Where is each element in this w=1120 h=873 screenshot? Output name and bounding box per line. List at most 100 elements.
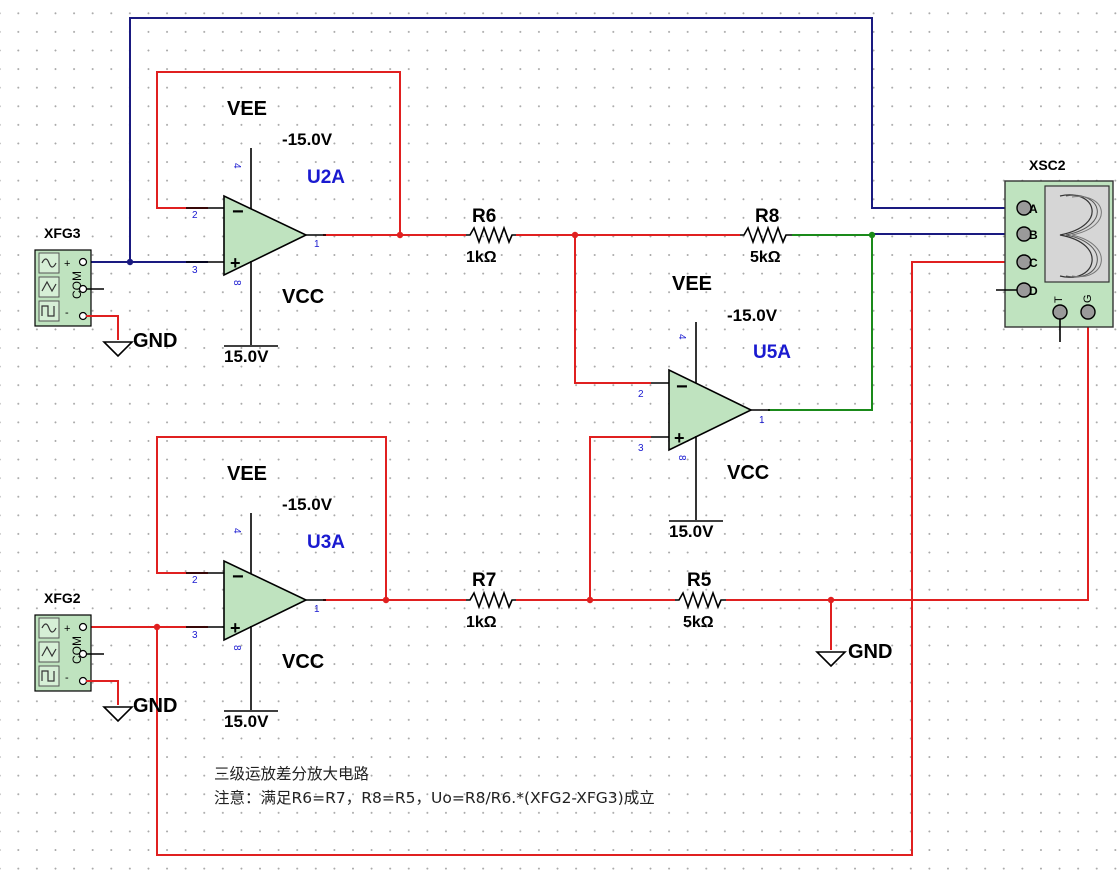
instrument-ref: XSC2	[1029, 157, 1066, 173]
ground-terminal-label: G	[1082, 294, 1094, 303]
terminal-minus-label: -	[65, 672, 69, 684]
trigger-label: T	[1053, 296, 1065, 303]
channel-label: A	[1029, 202, 1038, 216]
minus-sign: −	[232, 566, 244, 588]
resistor-value: 5kΩ	[750, 249, 781, 266]
terminal-minus[interactable]	[78, 311, 88, 321]
pin-label: 2	[638, 389, 644, 400]
wire-scope-a	[129, 17, 1017, 262]
sine-wave-icon	[41, 623, 57, 633]
square-wave-icon	[41, 670, 55, 682]
plus-sign: +	[230, 253, 241, 273]
vcc-label: VCC	[727, 462, 769, 484]
resistor-r5[interactable]: R5 5kΩ	[675, 570, 726, 631]
square-wave-icon	[41, 305, 55, 317]
instrument-ref: XFG3	[44, 225, 81, 241]
vee-label: VEE	[227, 98, 267, 120]
pin-label: 8	[231, 645, 242, 651]
pin-label: 3	[192, 630, 198, 641]
wire-node-u5a-noninv	[589, 436, 651, 600]
pin-label: 1	[314, 604, 320, 615]
wire-node-u5a-inv	[574, 235, 651, 384]
vcc-value: 15.0V	[224, 347, 269, 366]
scope-ground-terminal[interactable]	[1080, 304, 1096, 320]
wire-u5a-out	[768, 235, 873, 411]
opamp-triangle	[223, 194, 308, 277]
oscilloscope-xsc2[interactable]: XSC2 A B C D T G	[996, 157, 1114, 342]
resistor-ref: R5	[687, 570, 712, 591]
ground-label: GND	[848, 641, 892, 663]
wire-xfg3-gnd	[86, 315, 119, 340]
terminal-plus[interactable]	[78, 257, 88, 267]
triangle-wave-icon	[38, 276, 60, 298]
pin-label: 2	[192, 210, 198, 221]
resistor-value: 5kΩ	[683, 614, 714, 631]
resistor-ref: R6	[472, 206, 496, 227]
ground-label: GND	[133, 695, 177, 717]
terminal-plus-label: +	[64, 623, 70, 635]
pin-label: 1	[759, 415, 765, 426]
junction-dot	[868, 231, 876, 239]
sine-wave-icon	[41, 258, 57, 268]
junction-dot	[571, 231, 579, 239]
opamp-u5a[interactable]: − + 2 3 1 4 8 U5A VEE -15.0V VCC 15.0V	[638, 273, 791, 541]
pin-label: 4	[231, 163, 242, 169]
junction-dot	[827, 596, 835, 604]
channel-label: B	[1029, 228, 1038, 242]
channel-b-terminal[interactable]	[1016, 226, 1032, 242]
junction-dot	[382, 596, 390, 604]
opamp-u3a[interactable]: − + 2 3 1 4 8 U3A VEE -15.0V VCC 15.0V	[186, 463, 345, 731]
wire-u3a-feedback	[156, 436, 387, 600]
pin-label: 3	[638, 443, 644, 454]
triangle-wave-icon	[38, 641, 60, 663]
ground-symbol: GND	[815, 641, 892, 668]
resistor-value: 1kΩ	[466, 249, 497, 266]
wire-u2a-feedback	[156, 71, 401, 235]
vee-label: VEE	[227, 463, 267, 485]
instrument-ref: XFG2	[44, 590, 81, 606]
junction-dot	[396, 231, 404, 239]
junction-dot	[126, 258, 134, 266]
resistor-r8[interactable]: R8 5kΩ	[740, 206, 792, 266]
minus-sign: −	[232, 201, 244, 223]
terminal-plus[interactable]	[78, 622, 88, 632]
resistor-zigzag	[740, 225, 792, 245]
opamp-ref: U5A	[753, 342, 791, 363]
circuit-title-note: 三级运放差分放大电路	[214, 765, 370, 783]
opamp-triangle	[668, 368, 753, 452]
plus-sign: +	[674, 428, 685, 448]
terminal-minus[interactable]	[78, 676, 88, 686]
channel-label: C	[1029, 256, 1038, 270]
opamp-u2a[interactable]: − + 2 3 1 4 8 U2A VEE -15.0V VCC 15.0V	[186, 98, 345, 366]
vcc-value: 15.0V	[669, 522, 714, 541]
channel-c-terminal[interactable]	[1016, 254, 1032, 270]
terminal-com-label: COM	[70, 636, 84, 664]
resistor-ref: R7	[472, 570, 496, 591]
waveform-icon	[1065, 194, 1098, 278]
vcc-label: VCC	[282, 286, 324, 308]
terminal-com[interactable]	[78, 649, 88, 659]
resistor-r6[interactable]: R6 1kΩ	[466, 206, 516, 266]
ground-icon	[102, 706, 134, 723]
pin-label: 3	[192, 265, 198, 276]
opamp-ref: U3A	[307, 532, 345, 553]
ground-symbol: GND	[102, 695, 177, 723]
terminal-com-label: COM	[70, 271, 84, 299]
ground-symbol: GND	[102, 330, 177, 358]
vee-label: VEE	[672, 273, 712, 295]
function-generator-xfg2[interactable]: XFG2 + - COM	[34, 590, 119, 705]
triangle-wave-icon	[41, 280, 57, 293]
resistor-ref: R8	[755, 206, 779, 227]
function-generator-xfg3[interactable]: XFG3 + - COM	[34, 225, 119, 340]
junction-dot	[586, 596, 594, 604]
resistor-zigzag	[466, 590, 516, 610]
terminal-com[interactable]	[78, 284, 88, 294]
pin-label: 8	[676, 455, 687, 461]
resistor-r7[interactable]: R7 1kΩ	[466, 570, 516, 631]
trigger-terminal[interactable]	[1052, 304, 1068, 320]
wire-xfg2-gnd	[86, 680, 119, 705]
ground-icon	[102, 341, 134, 358]
channel-a-terminal[interactable]	[1016, 200, 1032, 216]
resistor-zigzag	[675, 590, 726, 610]
